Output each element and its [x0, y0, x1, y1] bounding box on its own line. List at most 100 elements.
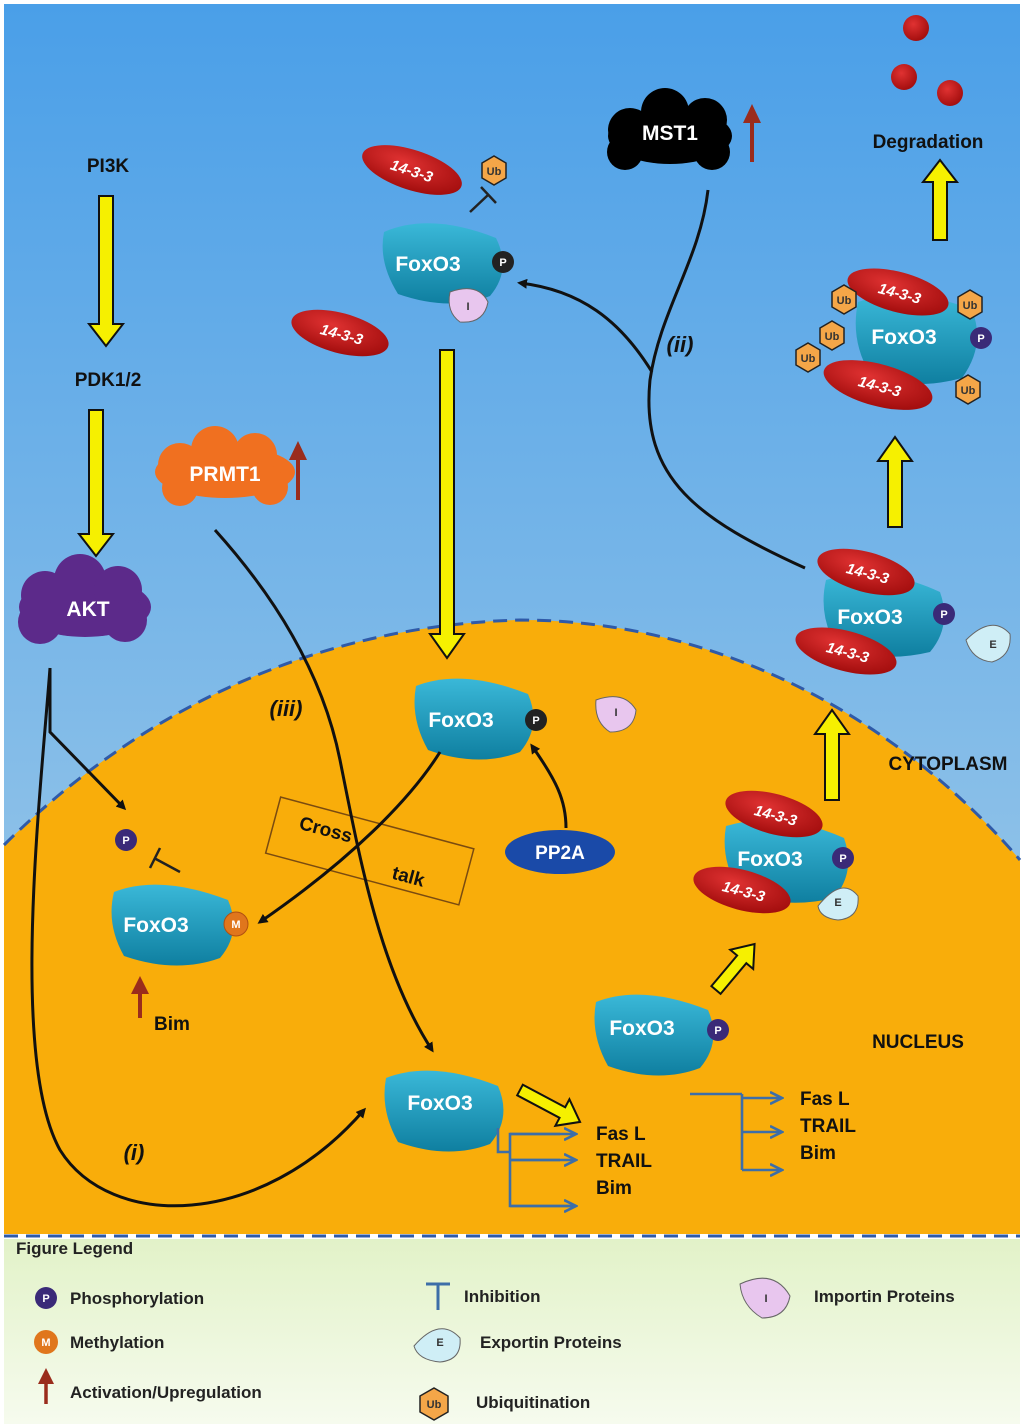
- yellow-arrow-icon: [920, 158, 960, 241]
- ubiquitin-icon: Ub: [481, 155, 507, 186]
- step-ii-label: (ii): [667, 332, 694, 357]
- akt-phosphorylation-arrow: [48, 668, 127, 811]
- pdk-label: PDK1/2: [75, 370, 142, 391]
- exportin-icon: E: [965, 624, 1011, 663]
- svg-text:Ub: Ub: [487, 166, 502, 178]
- yellow-arrow-icon: [428, 349, 466, 660]
- legend-methylation: M Methylation: [34, 1330, 164, 1354]
- svg-text:P: P: [122, 835, 129, 847]
- prmt1-cloud: PRMT1: [155, 426, 295, 506]
- legend-importin: I Importin Proteins: [739, 1277, 955, 1319]
- svg-text:Ub: Ub: [825, 331, 840, 343]
- pp2a-dephosphorylation-arrow: [530, 743, 568, 829]
- exportin-icon: E: [817, 887, 859, 921]
- svg-text:FoxO3: FoxO3: [407, 1092, 472, 1115]
- yellow-arrow-icon: [76, 409, 116, 558]
- degradation-particles: [891, 15, 963, 106]
- ubiquitin-icon: Ub: [957, 289, 983, 320]
- svg-text:Ub: Ub: [801, 353, 816, 365]
- phosphorylation-icon: P: [492, 251, 514, 273]
- gene-targets-left: Fas L TRAIL Bim: [496, 1124, 652, 1206]
- svg-text:I: I: [614, 707, 617, 719]
- svg-text:Ubiquitination: Ubiquitination: [476, 1393, 590, 1412]
- legend-exportin: E Exportin Proteins: [413, 1328, 622, 1363]
- yellow-arrow-icon: [813, 708, 851, 801]
- phosphorylation-icon: P: [115, 829, 137, 851]
- upregulation-arrow-icon: [289, 441, 307, 500]
- svg-text:Bim: Bim: [800, 1143, 836, 1164]
- inhibition-icon: [469, 186, 497, 213]
- legend-phosphorylation: P Phosphorylation: [35, 1287, 204, 1309]
- legend-ubiquitination: Ub Ubiquitination: [419, 1387, 590, 1421]
- svg-text:P: P: [940, 609, 947, 621]
- phosphorylation-icon: P: [525, 709, 547, 731]
- degradation-complex: FoxO3 14-3-3 14-3-3 P Ub Ub Ub Ub Ub: [795, 268, 992, 410]
- pi3k-label: PI3K: [87, 156, 130, 177]
- nucleus-region: [4, 620, 1020, 1234]
- svg-text:Phosphorylation: Phosphorylation: [70, 1289, 204, 1308]
- svg-text:E: E: [436, 1337, 443, 1349]
- svg-text:E: E: [989, 639, 996, 651]
- legend-inhibition: Inhibition: [426, 1282, 540, 1310]
- methylated-foxo3-protein: FoxO3: [111, 884, 234, 966]
- svg-text:MST1: MST1: [642, 122, 698, 145]
- svg-text:Ub: Ub: [963, 300, 978, 312]
- step-iii-label: (iii): [270, 696, 303, 721]
- cytoplasm-label: CYTOPLASM: [889, 754, 1008, 775]
- svg-text:FoxO3: FoxO3: [609, 1017, 674, 1040]
- svg-text:I: I: [466, 301, 469, 313]
- prmt1-methylation-arrow: [213, 528, 434, 1053]
- svg-text:PP2A: PP2A: [535, 843, 585, 864]
- bim-upregulated-label: Bim: [154, 1014, 190, 1035]
- svg-text:TRAIL: TRAIL: [800, 1116, 856, 1137]
- svg-text:I: I: [764, 1293, 767, 1305]
- svg-text:Fas L: Fas L: [596, 1124, 646, 1145]
- yellow-arrow-icon: [876, 435, 914, 528]
- svg-text:FoxO3: FoxO3: [737, 848, 802, 871]
- svg-text:P: P: [977, 333, 984, 345]
- akt-inhibition-curve: [30, 667, 366, 1208]
- methylation-icon: M: [223, 911, 249, 937]
- p1433-protein: 14-3-3: [362, 145, 462, 195]
- svg-text:Inhibition: Inhibition: [464, 1287, 540, 1306]
- yellow-arrow-icon: [86, 195, 126, 348]
- foxo3-protein: FoxO3: [382, 223, 503, 304]
- degradation-label: Degradation: [873, 132, 984, 153]
- upregulation-arrow-icon: [131, 976, 149, 1018]
- svg-text:Ub: Ub: [427, 1399, 442, 1411]
- mst1-to-foxo3-arrow: [517, 278, 654, 373]
- svg-text:P: P: [42, 1293, 49, 1305]
- svg-text:P: P: [714, 1025, 721, 1037]
- svg-text:FoxO3: FoxO3: [871, 326, 936, 349]
- importin-icon: I: [448, 288, 489, 323]
- yellow-arrow-icon: [515, 1083, 582, 1128]
- legend-background: [4, 1239, 1020, 1424]
- importin-icon: I: [595, 696, 637, 733]
- svg-text:PRMT1: PRMT1: [189, 463, 260, 486]
- ubiquitin-icon: Ub: [831, 284, 857, 315]
- svg-text:P: P: [532, 715, 539, 727]
- p1433-protein: 14-3-3: [291, 309, 389, 357]
- svg-text:FoxO3: FoxO3: [123, 914, 188, 937]
- foxo3-protein: FoxO3: [414, 678, 534, 760]
- foxo3-nuclear-complex: FoxO3 14-3-3 14-3-3 P: [693, 790, 854, 914]
- ubiquitin-icon: Ub: [955, 374, 981, 405]
- pp2a-enzyme: PP2A: [505, 830, 615, 874]
- upregulation-arrow-icon: [743, 104, 761, 162]
- svg-text:Activation/Upregulation: Activation/Upregulation: [70, 1383, 262, 1402]
- nuclear-membrane: [2, 618, 1022, 861]
- svg-text:M: M: [41, 1337, 50, 1349]
- svg-text:TRAIL: TRAIL: [596, 1151, 652, 1172]
- yellow-arrow-icon: [709, 942, 756, 996]
- mst1-phosphorylation-arrow: [647, 189, 806, 570]
- svg-text:P: P: [499, 257, 506, 269]
- svg-text:Ub: Ub: [961, 385, 976, 397]
- nucleus-label: NUCLEUS: [872, 1032, 964, 1053]
- step-i-label: (i): [124, 1140, 145, 1165]
- foxo3-export-complex: FoxO3 14-3-3 14-3-3 P: [795, 548, 955, 675]
- svg-text:P: P: [839, 853, 846, 865]
- svg-text:Fas L: Fas L: [800, 1089, 850, 1110]
- legend-activation: Activation/Upregulation: [38, 1368, 262, 1404]
- svg-text:FoxO3: FoxO3: [837, 606, 902, 629]
- svg-text:M: M: [231, 919, 240, 931]
